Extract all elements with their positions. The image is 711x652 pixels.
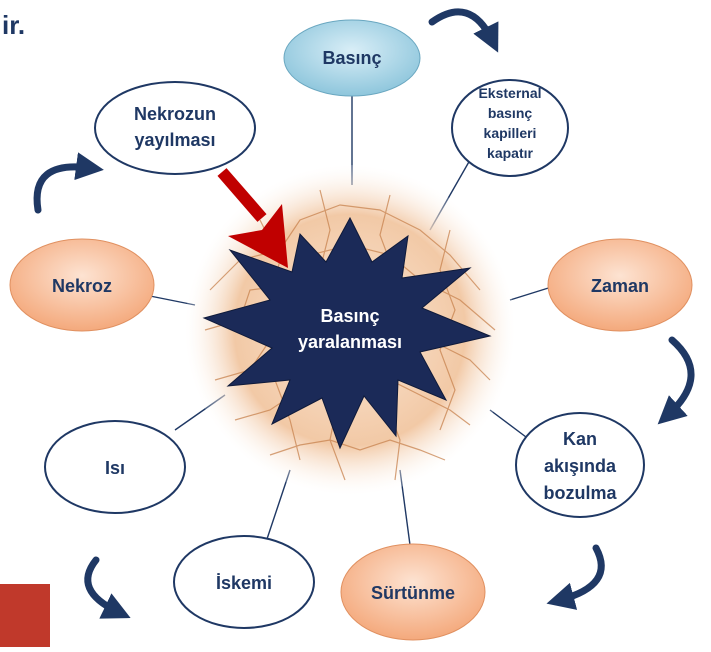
node-kan-line-3: bozulma xyxy=(543,483,617,503)
node-zaman-label: Zaman xyxy=(591,276,649,296)
node-eksternal: Eksternal basınç kapilleri kapatır xyxy=(451,79,569,177)
center-burst: Basınç yaralanması xyxy=(202,216,492,450)
node-isi: Isı xyxy=(44,420,186,514)
node-basinc-label: Basınç xyxy=(322,48,381,68)
center-line-1: Basınç xyxy=(320,306,379,326)
node-iskemi-label: İskemi xyxy=(216,573,272,593)
cycle-arrows xyxy=(33,8,695,619)
curved-arrow-bottom-left xyxy=(84,556,131,619)
node-kan: Kan akışında bozulma xyxy=(515,412,645,518)
node-nekroz: Nekroz xyxy=(9,238,155,332)
curved-arrow-bottom-right xyxy=(546,544,605,610)
node-isi-label: Isı xyxy=(105,458,125,478)
header-fragment: ir. xyxy=(2,10,25,40)
curved-arrow-right xyxy=(657,336,695,425)
red-arrow xyxy=(217,168,288,268)
node-nekroz-label: Nekroz xyxy=(52,276,112,296)
curved-arrow-left xyxy=(33,152,104,214)
center-line-2: yaralanması xyxy=(298,332,402,352)
node-eksternal-line-2: basınç xyxy=(488,105,533,121)
node-eksternal-line-1: Eksternal xyxy=(478,85,541,101)
node-kan-line-1: Kan xyxy=(563,429,597,449)
node-surtunme: Sürtünme xyxy=(340,543,486,641)
node-eksternal-line-4: kapatır xyxy=(487,145,533,161)
node-nekrozun: Nekrozun yayılması xyxy=(94,81,256,175)
node-basinc: Basınç xyxy=(283,19,421,97)
corner-block xyxy=(0,584,50,647)
node-eksternal-line-3: kapilleri xyxy=(484,125,537,141)
node-kan-line-2: akışında xyxy=(544,456,617,476)
curved-arrow-top xyxy=(428,8,499,53)
node-zaman: Zaman xyxy=(547,238,693,332)
node-nekrozun-line-1: Nekrozun xyxy=(134,104,216,124)
node-iskemi: İskemi xyxy=(173,535,315,629)
node-nekrozun-line-2: yayılması xyxy=(134,130,215,150)
node-surtunme-label: Sürtünme xyxy=(371,583,455,603)
